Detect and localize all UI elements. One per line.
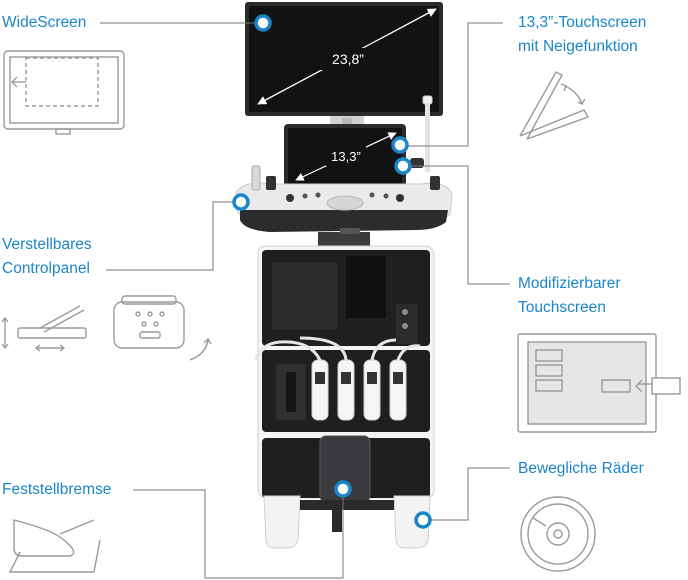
cart-body [254, 245, 435, 503]
brake-foot-icon [8, 519, 101, 573]
brake-label: Feststellbremse [2, 481, 112, 498]
wheels-dot[interactable] [414, 511, 432, 529]
tilt-icon [519, 71, 590, 140]
touchscreen-diagonal-text: 13,3” [331, 149, 361, 164]
modifiable-touchscreen-dot[interactable] [394, 157, 412, 175]
monitor: 23,8” [245, 2, 443, 116]
control-panel-label-line2: Controlpanel [2, 260, 90, 277]
wheel-icon [520, 496, 596, 572]
wheels-label: Bewegliche Räder [518, 460, 644, 477]
modifiable-touchscreen-label-line2: Touchscreen [518, 299, 606, 316]
touchscreen-tilt-label-line1: 13,3”-Touchscreen [518, 14, 647, 31]
brake-dot[interactable] [334, 480, 352, 498]
control-panel [235, 158, 453, 232]
wheels [263, 495, 431, 549]
control-panel-label-line1: Verstellbares [2, 236, 92, 253]
widescreen-label: WideScreen [2, 14, 87, 31]
widescreen-dot[interactable] [254, 14, 272, 32]
widescreen-icon [3, 50, 125, 135]
control-panel-dot[interactable] [232, 193, 250, 211]
touchscreen: 13,3” [284, 124, 406, 190]
callout-dots [232, 14, 432, 529]
leader-lines [100, 22, 510, 579]
monitor-diagonal-text: 23,8” [332, 51, 364, 67]
control-panel-rotate-icon [113, 295, 212, 361]
control-panel-height-icon [1, 305, 87, 352]
touchscreen-tilt-dot[interactable] [391, 136, 409, 154]
ultrasound-device: 23,8” 13,3” [235, 2, 453, 549]
modifiable-touchscreen-icon [517, 333, 681, 433]
touchscreen-tilt-label-line2: mit Neigefunktion [518, 38, 638, 55]
modifiable-touchscreen-label-line1: Modifizierbarer [518, 275, 621, 292]
